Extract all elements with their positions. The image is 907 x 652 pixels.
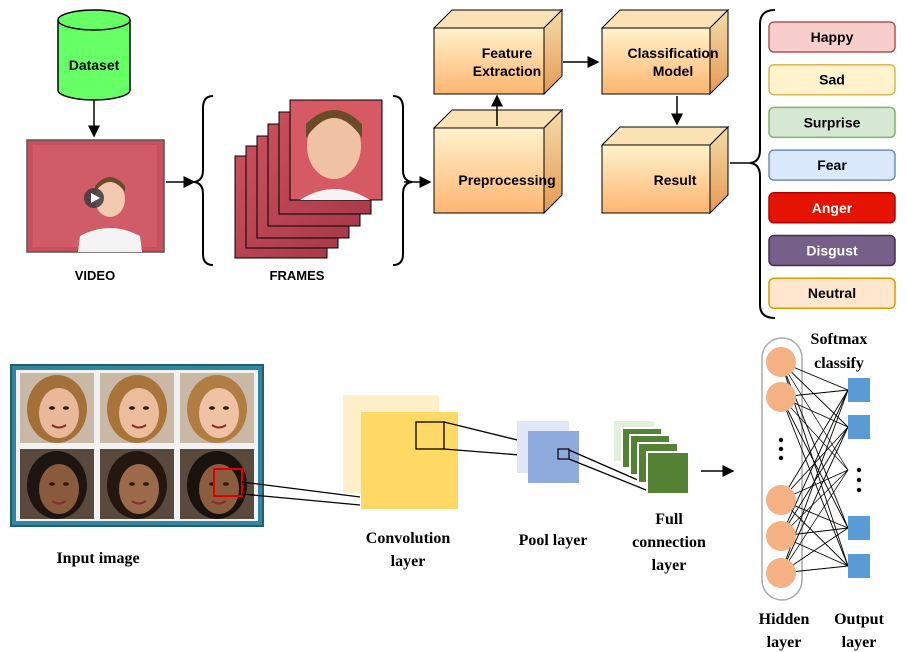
output-neuron <box>848 415 870 439</box>
feature-label-line1: Feature <box>482 45 533 61</box>
emotion-label: Happy <box>811 29 854 45</box>
frames-label: FRAMES <box>270 268 325 283</box>
connection-line <box>780 426 849 574</box>
full-connection-label-line2: connection <box>632 534 706 551</box>
hidden-neuron <box>766 558 796 588</box>
network-nodes <box>766 347 870 588</box>
full-connection-layer <box>614 421 690 495</box>
face-thumbnail <box>180 373 254 443</box>
hidden-neuron <box>766 485 796 515</box>
full-connection-label-line3: layer <box>652 557 687 574</box>
classification-model-box: Classification Model <box>600 8 730 96</box>
child-shirt <box>78 228 142 252</box>
preprocessing-box: Preprocessing <box>432 108 564 215</box>
connection-line <box>780 469 849 537</box>
feature-extraction-box: Feature Extraction <box>432 8 564 96</box>
emotion-label: Disgust <box>806 243 858 259</box>
output-neuron <box>848 516 870 540</box>
connection-line <box>780 389 849 537</box>
hidden-label-line2: layer <box>767 634 802 651</box>
face-thumbnail <box>20 373 94 443</box>
emotion-label: Fear <box>817 157 847 173</box>
input-image-grid <box>10 364 264 527</box>
output-neuron <box>848 378 870 402</box>
hidden-label-line1: Hidden <box>759 611 810 628</box>
face-thumbnail <box>100 373 174 443</box>
output-label-line2: layer <box>842 634 877 651</box>
output-label-line1: Output <box>834 611 884 628</box>
softmax-label-line1: Softmax <box>811 331 868 348</box>
hidden-neuron <box>766 382 796 412</box>
emotion-sad: Sad <box>768 63 896 96</box>
dataset-label: Dataset <box>69 57 120 73</box>
full-connection-label-line1: Full <box>655 511 683 528</box>
feature-label-line2: Extraction <box>473 63 541 79</box>
connection-line <box>780 469 849 574</box>
convolution-label-line2: layer <box>391 553 426 570</box>
emotion-label: Neutral <box>808 285 856 301</box>
emotion-label: Surprise <box>804 114 861 130</box>
result-label: Result <box>654 172 697 188</box>
dataset-cylinder: Dataset <box>57 9 131 101</box>
emotion-label: Sad <box>819 72 845 88</box>
frames-stack <box>234 99 383 259</box>
emotion-neutral: Neutral <box>768 277 896 309</box>
connection-line <box>780 361 849 428</box>
emotions-brace <box>749 9 776 319</box>
output-neuron <box>848 554 870 578</box>
face-thumbnail <box>20 449 94 519</box>
result-box: Result <box>600 125 730 215</box>
classification-label-line2: Model <box>653 63 693 79</box>
emotion-disgust: Disgust <box>768 234 896 267</box>
emotion-anger: Anger <box>768 192 896 224</box>
frames-left-brace <box>193 95 214 266</box>
network-connections <box>780 361 849 574</box>
hidden-neuron <box>766 521 796 551</box>
convolution-layer <box>343 395 458 509</box>
softmax-label-line2: classify <box>814 355 864 372</box>
emotion-happy: Happy <box>768 21 896 53</box>
connection-line <box>780 361 849 471</box>
video-thumbnail <box>26 139 165 253</box>
hidden-neuron <box>766 347 796 377</box>
emotion-surprise: Surprise <box>768 106 896 139</box>
convolution-label-line1: Convolution <box>366 530 451 547</box>
preprocessing-label: Preprocessing <box>458 172 555 188</box>
face-thumbnail <box>100 449 174 519</box>
child-face <box>95 181 125 217</box>
hidden-ellipsis <box>778 437 784 461</box>
input-image-label: Input image <box>56 550 139 567</box>
emotion-label: Anger <box>812 200 853 216</box>
connection-line <box>780 396 849 471</box>
emotion-fear: Fear <box>768 149 896 181</box>
frame-face <box>307 113 361 179</box>
connection-line <box>780 389 849 501</box>
video-label: VIDEO <box>75 268 115 283</box>
classification-label-line1: Classification <box>627 45 718 61</box>
frames-right-brace <box>392 95 413 266</box>
pool-layer <box>517 421 579 483</box>
output-ellipsis <box>856 467 862 493</box>
pool-label: Pool layer <box>519 532 588 549</box>
